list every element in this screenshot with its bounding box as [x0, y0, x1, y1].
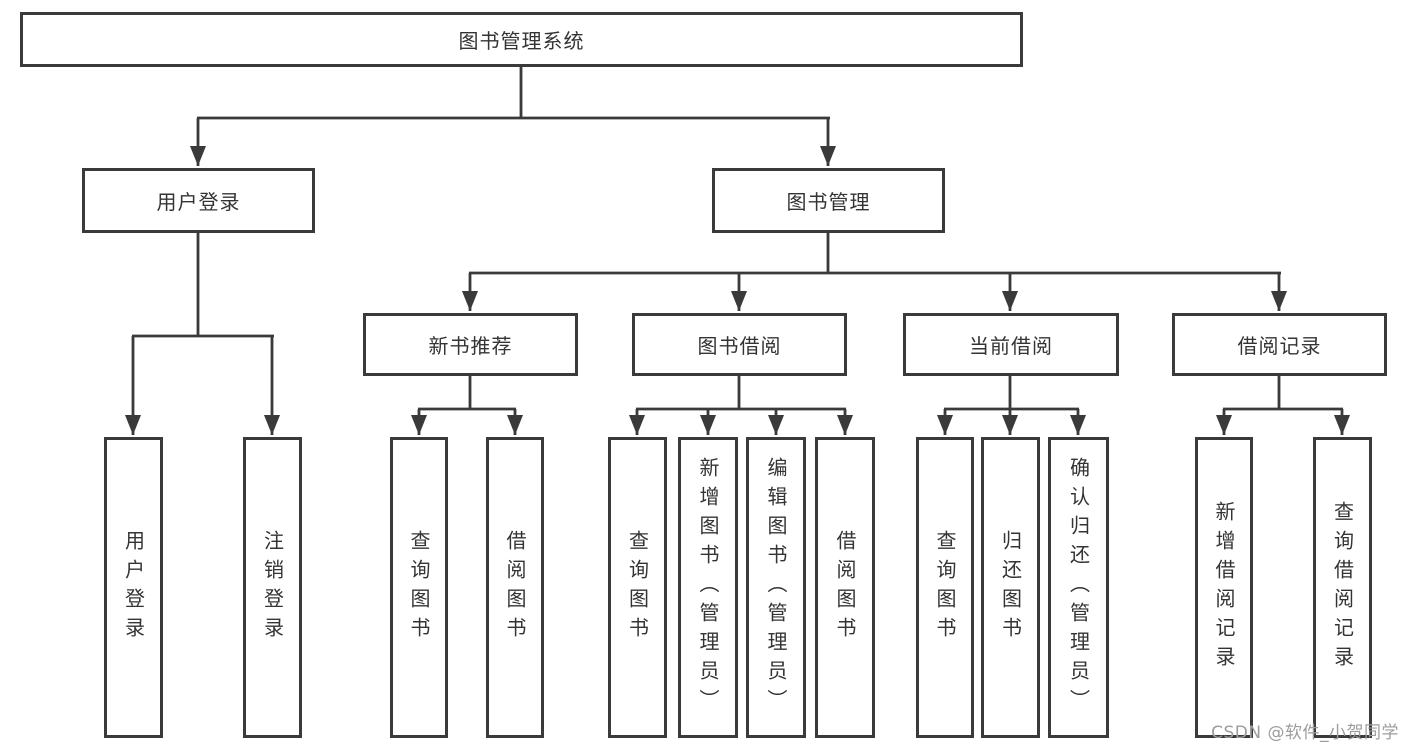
- node-leaf-user-login: 用户登录: [104, 437, 163, 738]
- node-leaf-logout-label: 注销登录: [260, 529, 285, 646]
- node-leaf-confirm-return-admin-label: 确认归还（管理员）: [1066, 457, 1091, 718]
- node-current-borrow: 当前借阅: [903, 313, 1119, 376]
- node-borrow-records: 借阅记录: [1172, 313, 1387, 376]
- node-book-borrow-label: 图书借阅: [697, 334, 782, 358]
- node-leaf-add-borrow-record-label: 新增借阅记录: [1212, 500, 1236, 675]
- node-book-management-label: 图书管理: [786, 190, 871, 214]
- node-leaf-query-books-recommend: 查询图书: [390, 437, 448, 738]
- node-leaf-add-books-admin: 新增图书（管理员）: [678, 437, 738, 738]
- node-leaf-add-books-admin-label: 新增图书（管理员）: [696, 457, 720, 718]
- node-root-label: 图书管理系统: [458, 29, 585, 53]
- node-leaf-query-books-current: 查询图书: [916, 437, 974, 738]
- node-root: 图书管理系统: [20, 12, 1023, 67]
- node-leaf-return-books: 归还图书: [981, 437, 1040, 738]
- connector-book-management-children: [462, 233, 1287, 311]
- node-leaf-query-borrow-record-label: 查询借阅记录: [1330, 500, 1355, 675]
- node-leaf-user-login-label: 用户登录: [121, 529, 146, 646]
- node-user-login-label: 用户登录: [156, 190, 241, 214]
- node-leaf-return-books-label: 归还图书: [998, 529, 1023, 646]
- connector-root-to-level2: [190, 67, 836, 166]
- connector-book-borrow-children: [629, 376, 853, 435]
- connector-user-login-children: [125, 233, 280, 435]
- node-leaf-logout: 注销登录: [243, 437, 302, 738]
- watermark: CSDN @软件_小贺同学: [1211, 723, 1399, 743]
- node-book-borrow: 图书借阅: [632, 313, 847, 376]
- node-leaf-query-borrow-record: 查询借阅记录: [1313, 437, 1372, 738]
- node-leaf-add-borrow-record: 新增借阅记录: [1195, 437, 1253, 738]
- node-leaf-edit-books-admin-label: 编辑图书（管理员）: [764, 457, 788, 718]
- node-leaf-borrow-books: 借阅图书: [815, 437, 875, 738]
- node-book-management: 图书管理: [712, 168, 945, 233]
- node-leaf-query-books-recommend-label: 查询图书: [407, 529, 431, 646]
- node-leaf-edit-books-admin: 编辑图书（管理员）: [746, 437, 806, 738]
- node-leaf-borrow-books-recommend-label: 借阅图书: [503, 529, 527, 646]
- node-leaf-query-books-borrow-label: 查询图书: [625, 529, 650, 646]
- node-current-borrow-label: 当前借阅: [969, 334, 1053, 358]
- node-leaf-borrow-books-label: 借阅图书: [833, 529, 857, 646]
- node-new-book-recommend-label: 新书推荐: [428, 334, 513, 358]
- node-leaf-query-books-current-label: 查询图书: [933, 529, 957, 646]
- node-leaf-query-books-borrow: 查询图书: [608, 437, 667, 738]
- connector-new-book-recommend-children: [411, 376, 523, 435]
- node-borrow-records-label: 借阅记录: [1237, 334, 1322, 358]
- node-leaf-borrow-books-recommend: 借阅图书: [486, 437, 544, 738]
- node-leaf-confirm-return-admin: 确认归还（管理员）: [1048, 437, 1109, 738]
- connector-borrow-records-children: [1216, 376, 1350, 435]
- node-new-book-recommend: 新书推荐: [363, 313, 578, 376]
- connector-current-borrow-children: [937, 376, 1086, 435]
- node-user-login: 用户登录: [82, 168, 315, 233]
